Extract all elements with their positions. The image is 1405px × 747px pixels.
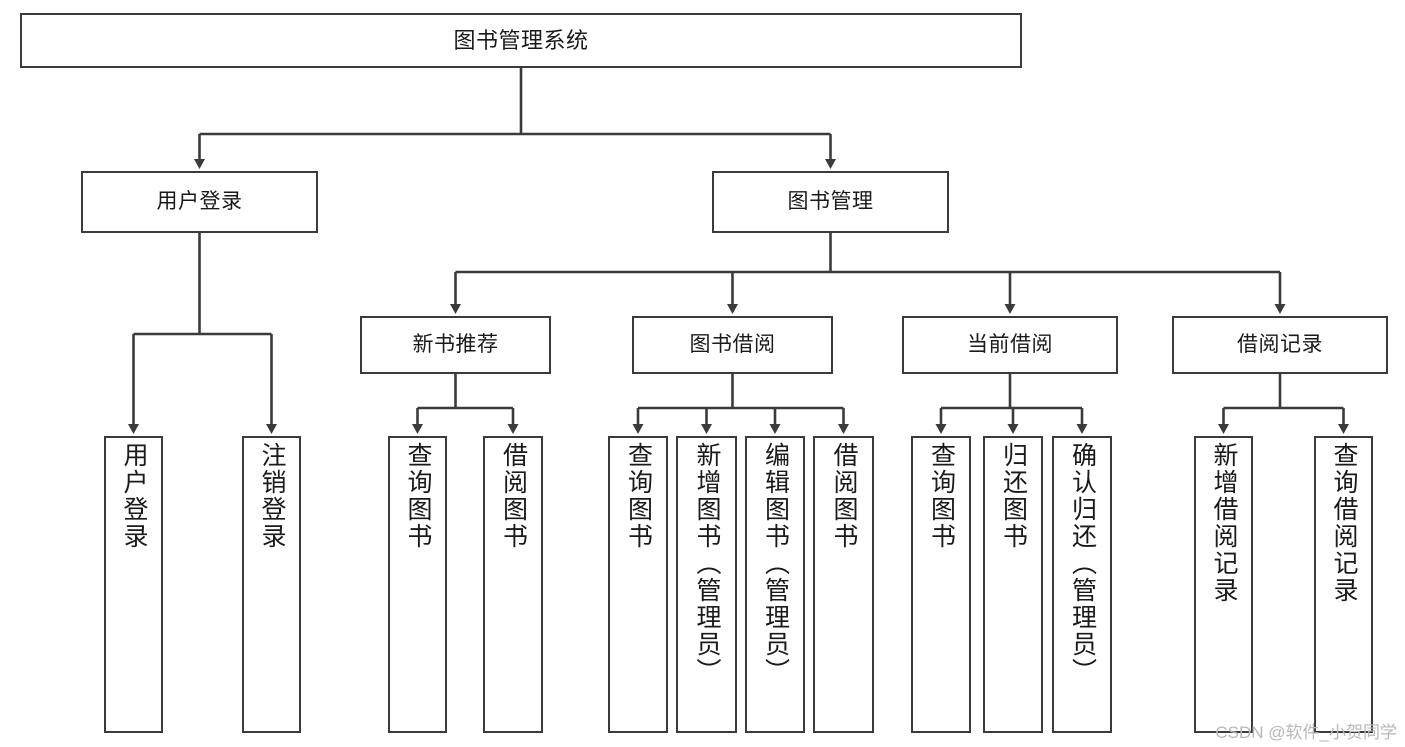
node-leaf-query-book-3[interactable]: 查询图书 <box>911 436 971 733</box>
node-label: 查询借阅记录 <box>1330 442 1358 604</box>
node-label: 图书管理系统 <box>453 27 589 53</box>
node-borrow-record[interactable]: 借阅记录 <box>1172 316 1388 374</box>
node-label: 用户登录 <box>156 189 243 213</box>
node-label: 新增图书（管理员） <box>693 442 721 685</box>
node-leaf-return-book[interactable]: 归还图书 <box>983 436 1043 733</box>
node-leaf-query-book-1[interactable]: 查询图书 <box>388 436 447 733</box>
node-leaf-logout[interactable]: 注销登录 <box>242 436 301 733</box>
watermark-text: CSDN @软件_小贺同学 <box>1215 723 1397 742</box>
node-label: 当前借阅 <box>967 332 1053 356</box>
node-leaf-query-book-2[interactable]: 查询图书 <box>608 436 668 733</box>
node-label: 注销登录 <box>258 442 286 550</box>
node-label: 归还图书 <box>999 442 1028 550</box>
node-label: 新书推荐 <box>412 332 499 356</box>
node-leaf-add-record[interactable]: 新增借阅记录 <box>1194 436 1253 733</box>
node-label: 借阅记录 <box>1237 332 1323 356</box>
node-label: 查询图书 <box>927 442 956 550</box>
node-leaf-add-book[interactable]: 新增图书（管理员） <box>676 436 737 733</box>
node-label: 借阅图书 <box>499 442 528 550</box>
node-root[interactable]: 图书管理系统 <box>20 13 1022 68</box>
node-book-borrow[interactable]: 图书借阅 <box>632 316 833 374</box>
node-leaf-borrow-book-2[interactable]: 借阅图书 <box>813 436 874 733</box>
node-leaf-user-login[interactable]: 用户登录 <box>104 436 163 733</box>
node-current-borrow[interactable]: 当前借阅 <box>902 316 1118 374</box>
node-label: 图书管理 <box>787 189 874 213</box>
node-book-manage[interactable]: 图书管理 <box>712 171 949 233</box>
node-new-book-rec[interactable]: 新书推荐 <box>360 316 551 374</box>
node-label: 新增借阅记录 <box>1210 442 1238 604</box>
node-label: 编辑图书（管理员） <box>761 442 790 685</box>
node-leaf-query-record[interactable]: 查询借阅记录 <box>1314 436 1373 733</box>
node-label: 借阅图书 <box>830 442 858 550</box>
node-leaf-edit-book[interactable]: 编辑图书（管理员） <box>745 436 805 733</box>
node-label: 查询图书 <box>624 442 653 550</box>
node-leaf-borrow-book-1[interactable]: 借阅图书 <box>483 436 543 733</box>
node-leaf-confirm-return[interactable]: 确认归还（管理员） <box>1052 436 1112 733</box>
node-label: 用户登录 <box>120 442 148 550</box>
node-label: 查询图书 <box>404 442 432 550</box>
node-user-login[interactable]: 用户登录 <box>81 171 318 233</box>
node-label: 确认归还（管理员） <box>1068 442 1097 685</box>
node-label: 图书借阅 <box>689 332 776 356</box>
